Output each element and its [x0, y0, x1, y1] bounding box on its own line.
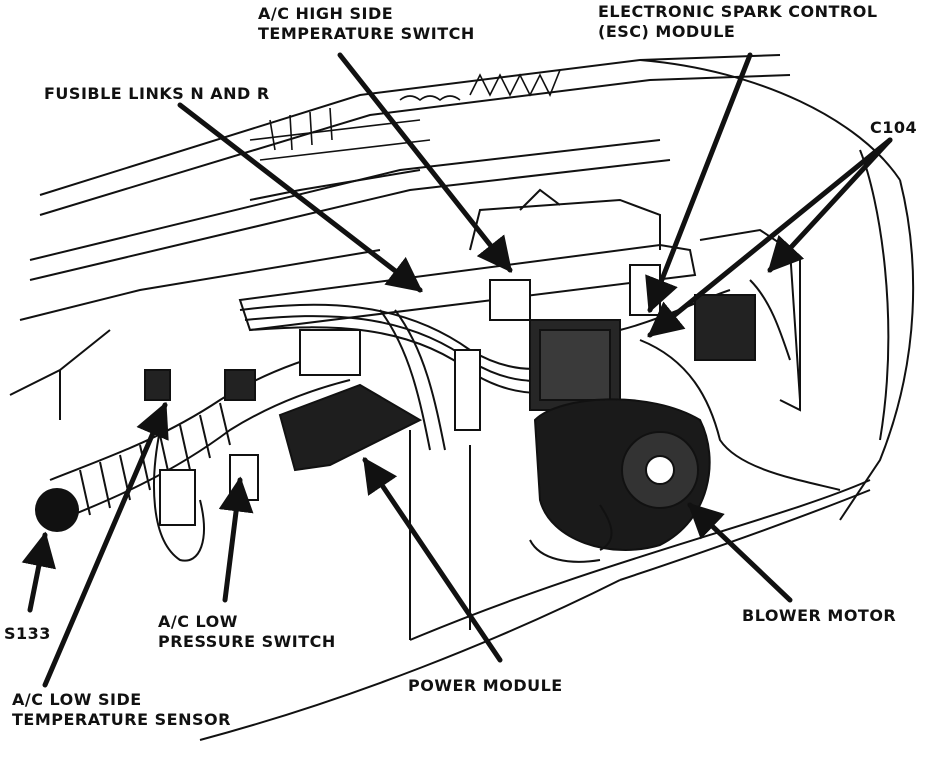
arrow-fusible-links	[177, 102, 423, 293]
arrow-s133	[21, 531, 56, 613]
arrow-c104-upper	[767, 137, 893, 273]
crossbar	[238, 188, 697, 332]
s133-splice-end	[35, 488, 79, 532]
label-power-module: POWER MODULE	[408, 676, 563, 696]
label-line: FUSIBLE LINKS N AND R	[44, 84, 270, 103]
label-fusible-links: FUSIBLE LINKS N AND R	[44, 84, 270, 104]
arrow-ac-low-side	[42, 401, 169, 688]
leader-lines	[21, 52, 893, 688]
cowl-outline	[9, 54, 915, 741]
power-module-body	[278, 383, 423, 472]
label-line: BLOWER MOTOR	[742, 606, 897, 625]
label-blower-motor: BLOWER MOTOR	[742, 606, 896, 626]
label-ac-low-side-temperature-sensor: A/C LOW SIDE TEMPERATURE SENSOR	[12, 690, 231, 730]
label-line: A/C HIGH SIDE	[258, 4, 394, 23]
label-line: S133	[4, 624, 51, 643]
arrow-c104-lower	[647, 137, 893, 338]
label-ac-low-pressure-switch: A/C LOW PRESSURE SWITCH	[158, 612, 336, 652]
label-line: PRESSURE SWITCH	[158, 632, 336, 651]
label-esc-module: ELECTRONIC SPARK CONTROL (ESC) MODULE	[598, 2, 878, 42]
label-ac-high-side-temperature-switch: A/C HIGH SIDE TEMPERATURE SWITCH	[258, 4, 475, 44]
label-line: A/C LOW	[158, 612, 238, 631]
arrow-esc-module	[645, 52, 753, 314]
label-line: (ESC) MODULE	[598, 22, 736, 41]
label-line: C104	[870, 118, 918, 137]
arrow-power-module	[362, 457, 503, 663]
central-module-stack	[529, 319, 621, 411]
arrow-ac-high-side	[337, 52, 513, 273]
label-line: ELECTRONIC SPARK CONTROL	[598, 2, 878, 21]
arrow-blower-motor	[687, 502, 793, 603]
arrow-ac-low-pressure	[218, 476, 254, 603]
label-c104: C104	[870, 118, 917, 138]
label-line: A/C LOW SIDE	[12, 690, 142, 709]
hood-hinge-detail	[249, 69, 561, 161]
blower-motor-body	[529, 398, 711, 563]
label-line: TEMPERATURE SWITCH	[258, 24, 475, 43]
label-s133: S133	[4, 624, 51, 644]
label-line: TEMPERATURE SENSOR	[12, 710, 231, 729]
label-line: POWER MODULE	[408, 676, 563, 695]
